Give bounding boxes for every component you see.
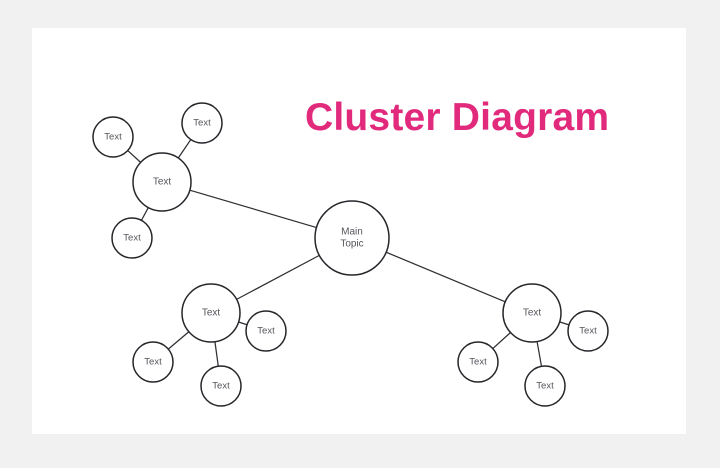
node-leaf-bottom-left-b[interactable]: Text [200,365,242,407]
node-leaf-bottom-left-c-circle[interactable] [245,310,287,352]
node-leaf-top-left-c[interactable]: Text [111,217,153,259]
node-leaf-bottom-left-a[interactable]: Text [132,341,174,383]
node-leaf-bottom-right-b-circle[interactable] [524,365,566,407]
edges-layer [127,139,570,367]
node-leaf-top-left-a-label: Text [104,132,122,143]
node-leaf-bottom-right-c-circle[interactable] [567,310,609,352]
node-leaf-bottom-right-c[interactable]: Text [567,310,609,352]
node-leaf-bottom-right-a-circle[interactable] [457,341,499,383]
edge-hub-top-left-to-leaf-top-left-c [140,207,149,221]
node-leaf-top-left-a[interactable]: Text [92,116,134,158]
node-leaf-bottom-right-b[interactable]: Text [524,365,566,407]
edge-hub-bottom-left-to-leaf-bottom-left-b [214,341,219,367]
page-title: Cluster Diagram [305,96,610,139]
node-leaf-bottom-right-c-label: Text [579,326,597,337]
node-hub-bottom-right-circle[interactable] [502,283,562,343]
node-main-topic-circle[interactable] [314,200,390,276]
edge-hub-bottom-left-to-leaf-bottom-left-c [238,321,248,326]
node-leaf-bottom-right-a-label: Text [469,357,487,368]
node-main-topic-label: Main [341,227,363,238]
node-leaf-top-left-b-circle[interactable] [181,102,223,144]
edge-hub-bottom-right-to-leaf-bottom-right-c [559,321,570,326]
node-hub-bottom-left-label: Text [202,308,221,319]
node-leaf-top-left-c-label: Text [123,233,141,244]
node-hub-top-left-label: Text [153,177,172,188]
node-leaf-top-left-b-label: Text [193,118,211,129]
node-leaf-bottom-right-a[interactable]: Text [457,341,499,383]
node-hub-bottom-right-label: Text [523,308,542,319]
nodes-layer: TextTextTextTextTextTextTextTextTextText… [92,102,609,407]
node-hub-bottom-right[interactable]: Text [502,283,562,343]
node-leaf-bottom-right-b-label: Text [536,381,554,392]
node-leaf-bottom-left-a-circle[interactable] [132,341,174,383]
node-hub-bottom-left-circle[interactable] [181,283,241,343]
node-leaf-bottom-left-c[interactable]: Text [245,310,287,352]
edge-hub-bottom-left-to-leaf-bottom-left-a [167,331,190,350]
node-leaf-bottom-left-a-label: Text [144,357,162,368]
edge-hub-top-left-to-leaf-top-left-a [127,150,142,163]
node-leaf-top-left-a-circle[interactable] [92,116,134,158]
edge-hub-bottom-right-to-leaf-bottom-right-a [492,332,511,350]
node-leaf-top-left-c-circle[interactable] [111,217,153,259]
node-hub-top-left-circle[interactable] [132,152,192,212]
node-leaf-top-left-b[interactable]: Text [181,102,223,144]
edge-root-to-hub-bottom-right [385,251,506,303]
node-hub-top-left[interactable]: Text [132,152,192,212]
edge-root-to-hub-bottom-left [236,254,320,300]
edge-hub-top-left-to-leaf-top-left-b [177,139,192,159]
edge-root-to-hub-top-left [189,189,317,229]
node-main-topic-label: Topic [340,239,363,250]
node-hub-bottom-left[interactable]: Text [181,283,241,343]
node-leaf-bottom-left-b-label: Text [212,381,230,392]
edge-hub-bottom-right-to-leaf-bottom-right-b [536,341,543,367]
node-leaf-bottom-left-c-label: Text [257,326,275,337]
node-leaf-bottom-left-b-circle[interactable] [200,365,242,407]
